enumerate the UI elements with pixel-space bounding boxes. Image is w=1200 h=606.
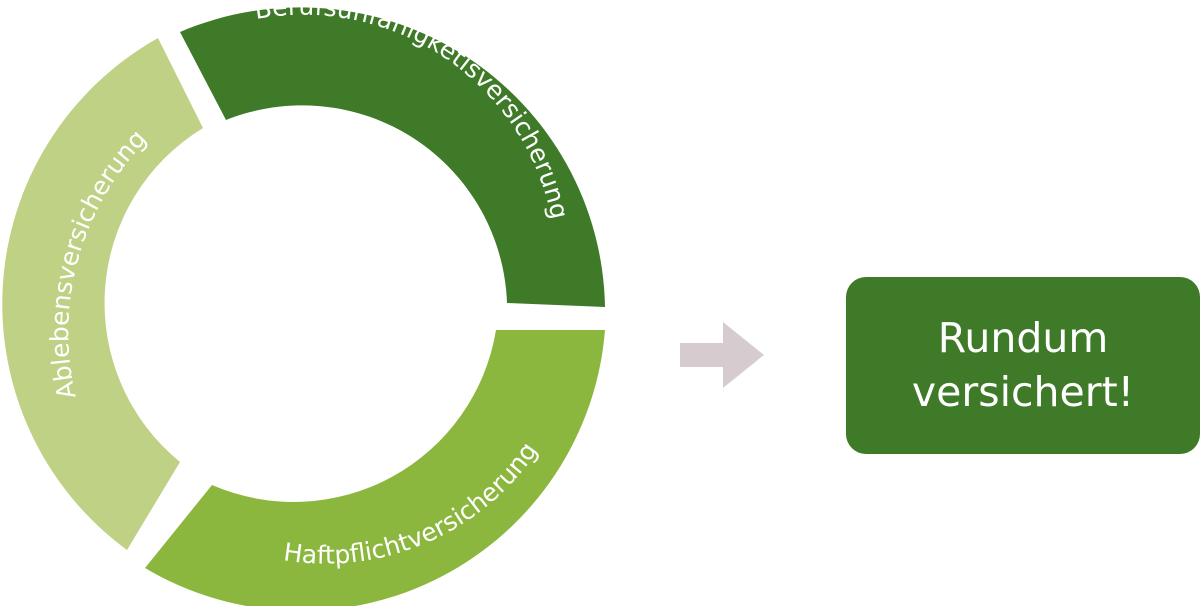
ring-segment-ableben	[2, 38, 204, 550]
right-arrow-icon	[680, 322, 764, 388]
result-line-2: versichert!	[911, 367, 1135, 416]
result-line-1: Rundum	[937, 314, 1109, 363]
ring-segment-haftpflicht	[145, 330, 605, 606]
ring-segment-berufsunfaehigkeit	[180, 7, 605, 307]
result-box: Rundum versichert!	[846, 277, 1200, 454]
